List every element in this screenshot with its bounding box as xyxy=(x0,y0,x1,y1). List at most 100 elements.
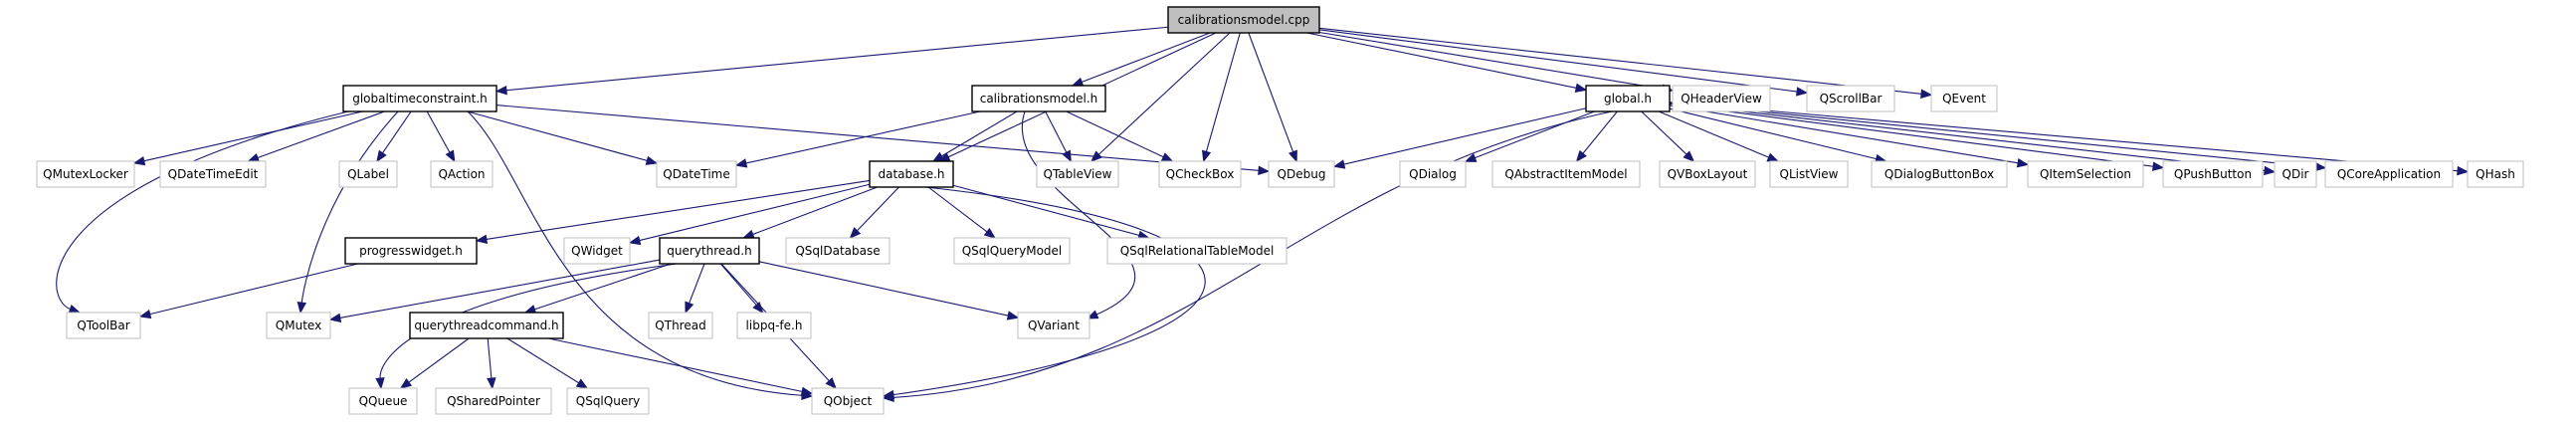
node-label: QSqlRelationalTableModel xyxy=(1120,244,1275,258)
edge-glob-to-qitemsel xyxy=(1669,105,2030,168)
edge-line xyxy=(1474,110,1595,159)
node-box xyxy=(266,312,331,339)
node-box xyxy=(1769,160,1849,188)
node-box xyxy=(1268,160,1335,188)
node-box xyxy=(1036,160,1119,188)
node-label: QHeaderView xyxy=(1681,92,1762,106)
node-label: QWidget xyxy=(571,244,623,258)
node-pwh[interactable]: progresswidget.h xyxy=(344,237,478,265)
edge-root-to-qheader xyxy=(1318,31,1675,94)
edge-line xyxy=(1318,29,1799,93)
edge-dbh-to-qobject xyxy=(882,186,1206,400)
edge-line xyxy=(1669,102,2317,168)
edge-dbh-to-qsqlrtm xyxy=(952,184,1150,240)
edge-arrowhead xyxy=(376,149,387,163)
node-label: QThread xyxy=(655,319,705,332)
edge-line xyxy=(1581,110,1618,155)
edge-gtc-to-qmutexlocker xyxy=(132,110,363,166)
edge-line xyxy=(688,263,705,305)
edge-arrowhead xyxy=(1464,152,1478,162)
node-qlabel: QLabel xyxy=(338,160,398,188)
edge-qtch-to-qshared xyxy=(487,337,496,390)
edge-root-to-qscroll xyxy=(1318,29,1809,97)
node-label: QSqlDatabase xyxy=(795,244,880,258)
node-cmh[interactable]: calibrationsmodel.h xyxy=(971,85,1106,112)
node-qdbb: QDialogButtonBox xyxy=(1871,160,2008,188)
edge-gtc-to-qtoolbar xyxy=(56,110,349,315)
edge-line xyxy=(1669,107,1878,160)
edge-line xyxy=(300,110,399,305)
edge-line xyxy=(56,110,349,311)
node-box xyxy=(2324,160,2454,188)
node-box xyxy=(1158,160,1242,188)
edge-line xyxy=(407,337,470,384)
edge-line xyxy=(1097,32,1231,156)
edge-line xyxy=(758,261,1010,317)
node-label: QListView xyxy=(1780,167,1839,181)
edge-arrowhead xyxy=(375,377,385,390)
edge-glob-to-qpush xyxy=(1669,103,2165,171)
edge-line xyxy=(1248,32,1294,153)
edge-line xyxy=(719,263,758,307)
edge-arrowhead xyxy=(825,377,837,389)
edge-line xyxy=(1021,110,1136,316)
node-box xyxy=(1585,85,1671,112)
edge-line xyxy=(892,110,1613,398)
node-qmutexlocker: QMutexLocker xyxy=(36,160,135,188)
edge-arrowhead xyxy=(132,155,146,166)
node-label: QHash xyxy=(2476,167,2515,181)
node-qcoreapp: QCoreApplication xyxy=(2324,160,2454,188)
node-label: QTableView xyxy=(1044,167,1112,181)
edge-gtc-to-qdebug xyxy=(495,105,1271,175)
node-box xyxy=(648,312,713,339)
edge-arrowhead xyxy=(1795,87,1809,97)
node-glob[interactable]: global.h xyxy=(1585,85,1671,112)
edge-arrowhead xyxy=(1288,149,1297,163)
edge-dbh-to-pwh xyxy=(475,179,871,244)
edge-root-to-qcheckbox xyxy=(1201,32,1241,163)
edge-arrowhead xyxy=(1160,152,1174,162)
node-qobject: QObject xyxy=(811,387,885,415)
node-gtc[interactable]: globaltimeconstraint.h xyxy=(342,85,497,112)
node-box xyxy=(36,160,135,188)
edge-arrowhead xyxy=(1920,89,1933,99)
node-box xyxy=(1017,312,1090,339)
node-label: QToolBar xyxy=(77,319,129,332)
edge-qtch-to-qqueue xyxy=(399,337,470,389)
edge-cmh-to-dbh xyxy=(931,110,1018,162)
edge-glob-to-qvbox xyxy=(1641,110,1695,162)
edge-arrowhead xyxy=(2151,161,2165,171)
node-qaim: QAbstractItemModel xyxy=(1491,160,1641,188)
edge-line xyxy=(148,263,358,316)
edge-qtch-to-qobject xyxy=(547,337,814,396)
edge-dbh-to-qsqlqm xyxy=(927,186,997,239)
edge-line xyxy=(381,110,412,154)
edge-line xyxy=(1045,110,1068,154)
node-box xyxy=(953,237,1071,265)
node-root[interactable]: calibrationsmodel.cpp xyxy=(1167,6,1320,34)
node-dbh[interactable]: database.h xyxy=(869,160,954,188)
node-qmutex: QMutex xyxy=(266,312,331,339)
edge-arrowhead xyxy=(328,313,342,322)
node-label: QEvent xyxy=(1942,92,1986,106)
node-qtoolbar: QToolBar xyxy=(66,312,141,339)
node-qaction: QAction xyxy=(430,160,494,188)
edge-arrowhead xyxy=(1766,152,1780,162)
edge-arrowhead xyxy=(1683,150,1695,162)
edge-arrowhead xyxy=(475,234,489,244)
edge-arrowhead xyxy=(247,152,261,162)
node-qth[interactable]: querythread.h xyxy=(659,237,760,265)
edge-line xyxy=(751,186,878,236)
node-qdatetimeedit: QDateTimeEdit xyxy=(159,160,267,188)
edge-line xyxy=(1641,110,1688,156)
node-box xyxy=(1106,237,1288,265)
edge-line xyxy=(1669,103,2155,167)
edge-arrowhead xyxy=(1086,310,1099,319)
node-label: QLabel xyxy=(347,167,389,181)
node-label: QDateTimeEdit xyxy=(168,167,259,181)
node-qdatetime: QDateTime xyxy=(656,160,737,188)
node-qtch[interactable]: querythreadcommand.h xyxy=(409,312,564,339)
edge-line xyxy=(1318,27,1923,95)
node-box xyxy=(971,85,1106,112)
node-label: QSqlQueryModel xyxy=(962,244,1063,258)
